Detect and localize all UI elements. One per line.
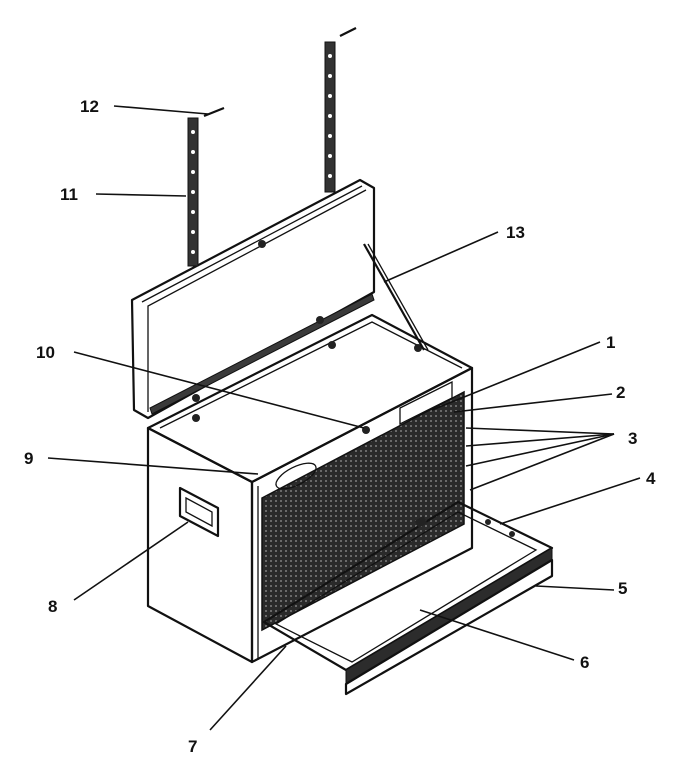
callout-1: 1 xyxy=(606,333,615,352)
side-handle xyxy=(178,486,220,538)
callout-11: 11 xyxy=(60,185,78,204)
callout-10: 10 xyxy=(36,343,55,362)
callout-12: 12 xyxy=(80,97,99,116)
nameplate xyxy=(399,380,453,426)
callout-2: 2 xyxy=(616,383,625,402)
callout-9: 9 xyxy=(24,449,33,468)
oval-badge xyxy=(275,462,317,490)
callout-7: 7 xyxy=(188,737,197,756)
callout-8: 8 xyxy=(48,597,57,616)
lid xyxy=(130,178,376,420)
drop-door xyxy=(262,500,554,696)
callout-4: 4 xyxy=(646,469,656,488)
callout-labels: 1 2 3 4 5 6 7 8 9 10 11 12 13 xyxy=(24,97,656,756)
hanging-straps xyxy=(187,41,336,267)
lid-support-arm xyxy=(363,243,429,351)
callout-5: 5 xyxy=(618,579,627,598)
callout-13: 13 xyxy=(506,223,525,242)
callout-6: 6 xyxy=(580,653,589,672)
leader-lines xyxy=(47,105,641,731)
callout-3: 3 xyxy=(628,429,637,448)
grille-panel xyxy=(261,390,465,632)
